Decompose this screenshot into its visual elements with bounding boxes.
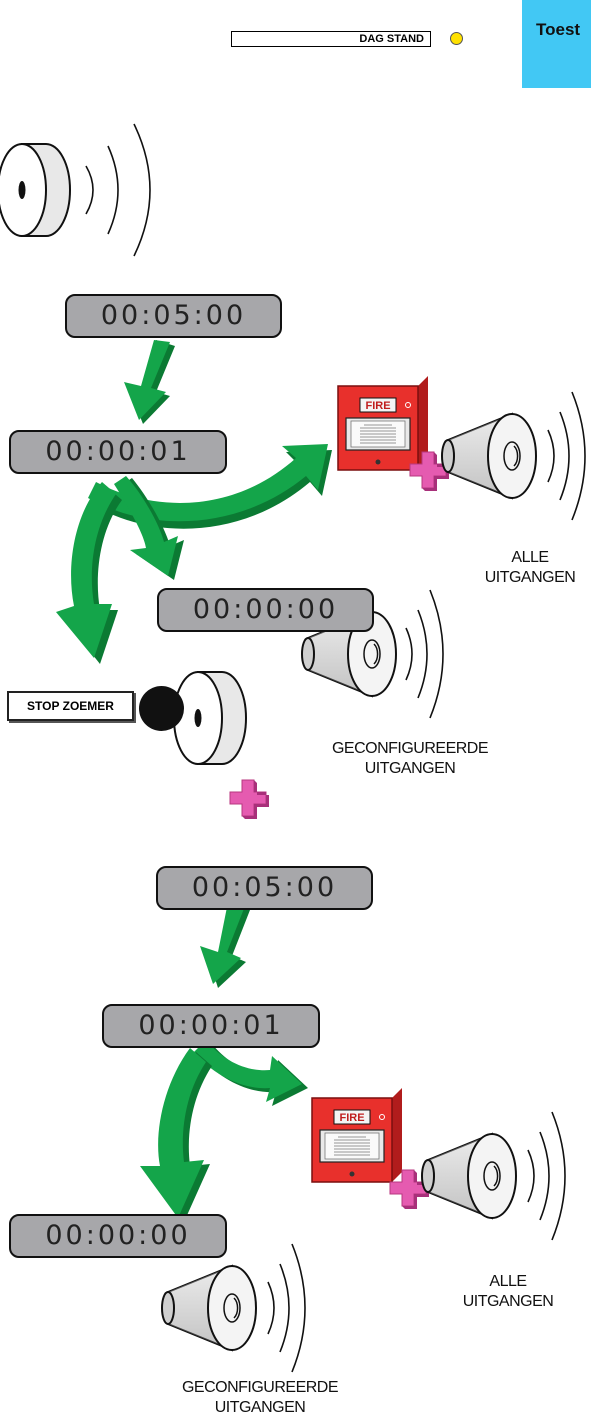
arrow-to-configured-icon xyxy=(140,1048,212,1222)
all-outputs-caption: ALLE UITGANGEN xyxy=(448,1272,568,1312)
arrow-to-configured-icon xyxy=(114,476,184,580)
arrow-down-icon xyxy=(124,340,175,424)
stop-button-icon[interactable] xyxy=(139,686,184,731)
timer-start: 00:05:00 xyxy=(65,294,282,338)
horn-icon xyxy=(421,1133,517,1219)
sound-waves-icon xyxy=(405,589,444,719)
horn-icon xyxy=(161,1265,257,1351)
sound-waves-icon xyxy=(547,391,586,521)
fire-call-point-icon xyxy=(311,1088,402,1183)
caption-line: ALLE xyxy=(489,1273,527,1290)
horn-icon xyxy=(441,413,537,499)
buzzer-icon xyxy=(173,671,247,765)
arrow-down-icon xyxy=(200,902,250,988)
timer-start: 00:05:00 xyxy=(156,866,373,910)
caption-line: ALLE xyxy=(511,549,549,566)
sound-waves-icon xyxy=(85,123,151,257)
timer-end: 00:00:00 xyxy=(157,588,374,632)
sound-waves-icon xyxy=(267,1243,306,1373)
arrow-to-stop-icon xyxy=(56,482,122,664)
mode-label: DAG STAND xyxy=(359,33,424,45)
caption-line: GECONFIGUREERDE xyxy=(181,1379,339,1396)
caption-line: UITGANGEN xyxy=(484,569,576,586)
fire-call-point-icon xyxy=(337,376,428,471)
call-point-label: FIRE xyxy=(365,400,390,412)
scenario-2: FIRE xyxy=(140,902,566,1373)
caption-line: UITGANGEN xyxy=(214,1399,306,1416)
mode-indicator: DAG STAND xyxy=(231,31,431,47)
timer-mid: 00:00:01 xyxy=(9,430,227,474)
all-outputs-caption: ALLE UITGANGEN xyxy=(470,548,590,588)
timer-mid: 00:00:01 xyxy=(102,1004,320,1048)
caption-line: UITGANGEN xyxy=(462,1293,554,1310)
plus-icon xyxy=(229,779,270,820)
configured-outputs-caption: GECONFIGUREERDE UITGANGEN xyxy=(300,739,520,779)
caption-line: GECONFIGUREERDE xyxy=(331,740,489,757)
stop-buzzer-button[interactable]: STOP ZOEMER xyxy=(7,691,134,721)
caption-line: UITGANGEN xyxy=(364,760,456,777)
sound-waves-icon xyxy=(527,1111,566,1241)
call-point-label: FIRE xyxy=(339,1112,364,1124)
scenario-1: FIRE xyxy=(0,123,586,820)
configured-outputs-caption: GECONFIGUREERDE UITGANGEN xyxy=(150,1378,370,1418)
status-led-icon xyxy=(450,32,463,45)
timer-end: 00:00:00 xyxy=(9,1214,227,1258)
buzzer-icon xyxy=(0,143,71,237)
arrow-to-callpoint-icon xyxy=(194,1040,308,1106)
tab-toestand[interactable]: Toest xyxy=(522,0,591,88)
